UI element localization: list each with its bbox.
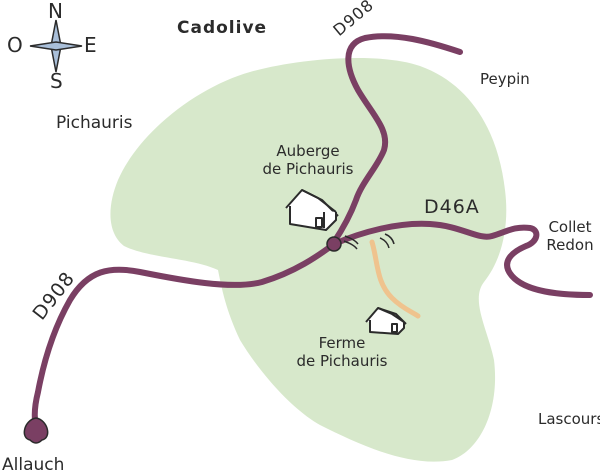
compass-west-label: O bbox=[7, 33, 23, 57]
building-ferme-line2: de Pichauris bbox=[296, 352, 388, 370]
auberge-house-icon bbox=[285, 189, 339, 231]
place-collet-redon-line1: Collet bbox=[548, 218, 592, 236]
junction-marker bbox=[326, 236, 342, 252]
junction-marks bbox=[343, 233, 395, 250]
road-d46a bbox=[331, 220, 593, 298]
building-ferme-label: Ferme de Pichauris bbox=[292, 334, 392, 370]
compass-north-label: N bbox=[48, 0, 63, 23]
place-peypin: Peypin bbox=[480, 70, 530, 88]
building-auberge-line1: Auberge bbox=[276, 142, 340, 160]
building-ferme-line1: Ferme bbox=[318, 334, 366, 352]
road-label-d46a: D46A bbox=[424, 196, 480, 218]
road-d908-north bbox=[331, 33, 463, 245]
place-lascours: Lascours bbox=[538, 410, 600, 428]
road-d908-west bbox=[31, 241, 337, 429]
farm-track bbox=[369, 239, 421, 319]
building-auberge-line2: de Pichauris bbox=[262, 160, 354, 178]
place-cadolive: Cadolive bbox=[177, 18, 268, 38]
building-auberge-label: Auberge de Pichauris bbox=[258, 142, 358, 178]
compass-south-label: S bbox=[50, 69, 63, 93]
place-collet-redon-line2: Redon bbox=[546, 236, 594, 254]
place-pichauris: Pichauris bbox=[56, 113, 133, 133]
compass-east-label: E bbox=[84, 33, 97, 57]
ferme-house-icon bbox=[365, 307, 407, 335]
place-collet-redon: Collet Redon bbox=[545, 218, 595, 254]
allauch-marker bbox=[23, 417, 49, 444]
compass-rose bbox=[29, 19, 83, 73]
place-allauch: Allauch bbox=[2, 455, 65, 475]
compass-needle-ew bbox=[29, 41, 83, 51]
